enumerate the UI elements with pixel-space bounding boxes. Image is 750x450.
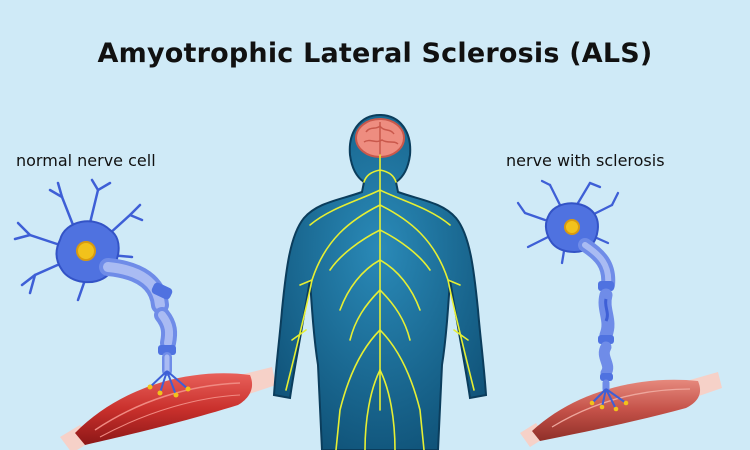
- axon-sclerosis: [578, 238, 616, 393]
- diagram-title: Amyotrophic Lateral Sclerosis (ALS): [97, 38, 653, 69]
- dendrites-sclerosis: [516, 179, 620, 265]
- nucleus-sclerosis: [564, 219, 580, 235]
- normal-nerve-cell-illustration: [13, 178, 276, 450]
- axon-terminals-normal: [149, 370, 189, 396]
- muscle-sclerosis: [520, 372, 722, 447]
- human-nervous-system-illustration: [272, 113, 488, 450]
- dendrites-normal: [13, 178, 144, 302]
- nerve-network: [285, 154, 475, 450]
- terminal-buttons-sclerosis: [589, 400, 629, 412]
- muscle-normal: [60, 367, 276, 450]
- label-normal-nerve-cell: normal nerve cell: [16, 151, 156, 170]
- nucleus-normal: [76, 241, 96, 261]
- sclerotic-nerve-cell-illustration: [516, 179, 722, 447]
- label-nerve-with-sclerosis: nerve with sclerosis: [506, 151, 665, 170]
- axon-normal: [99, 258, 178, 376]
- axon-terminals-sclerosis: [591, 388, 627, 410]
- terminal-buttons-normal: [147, 384, 191, 398]
